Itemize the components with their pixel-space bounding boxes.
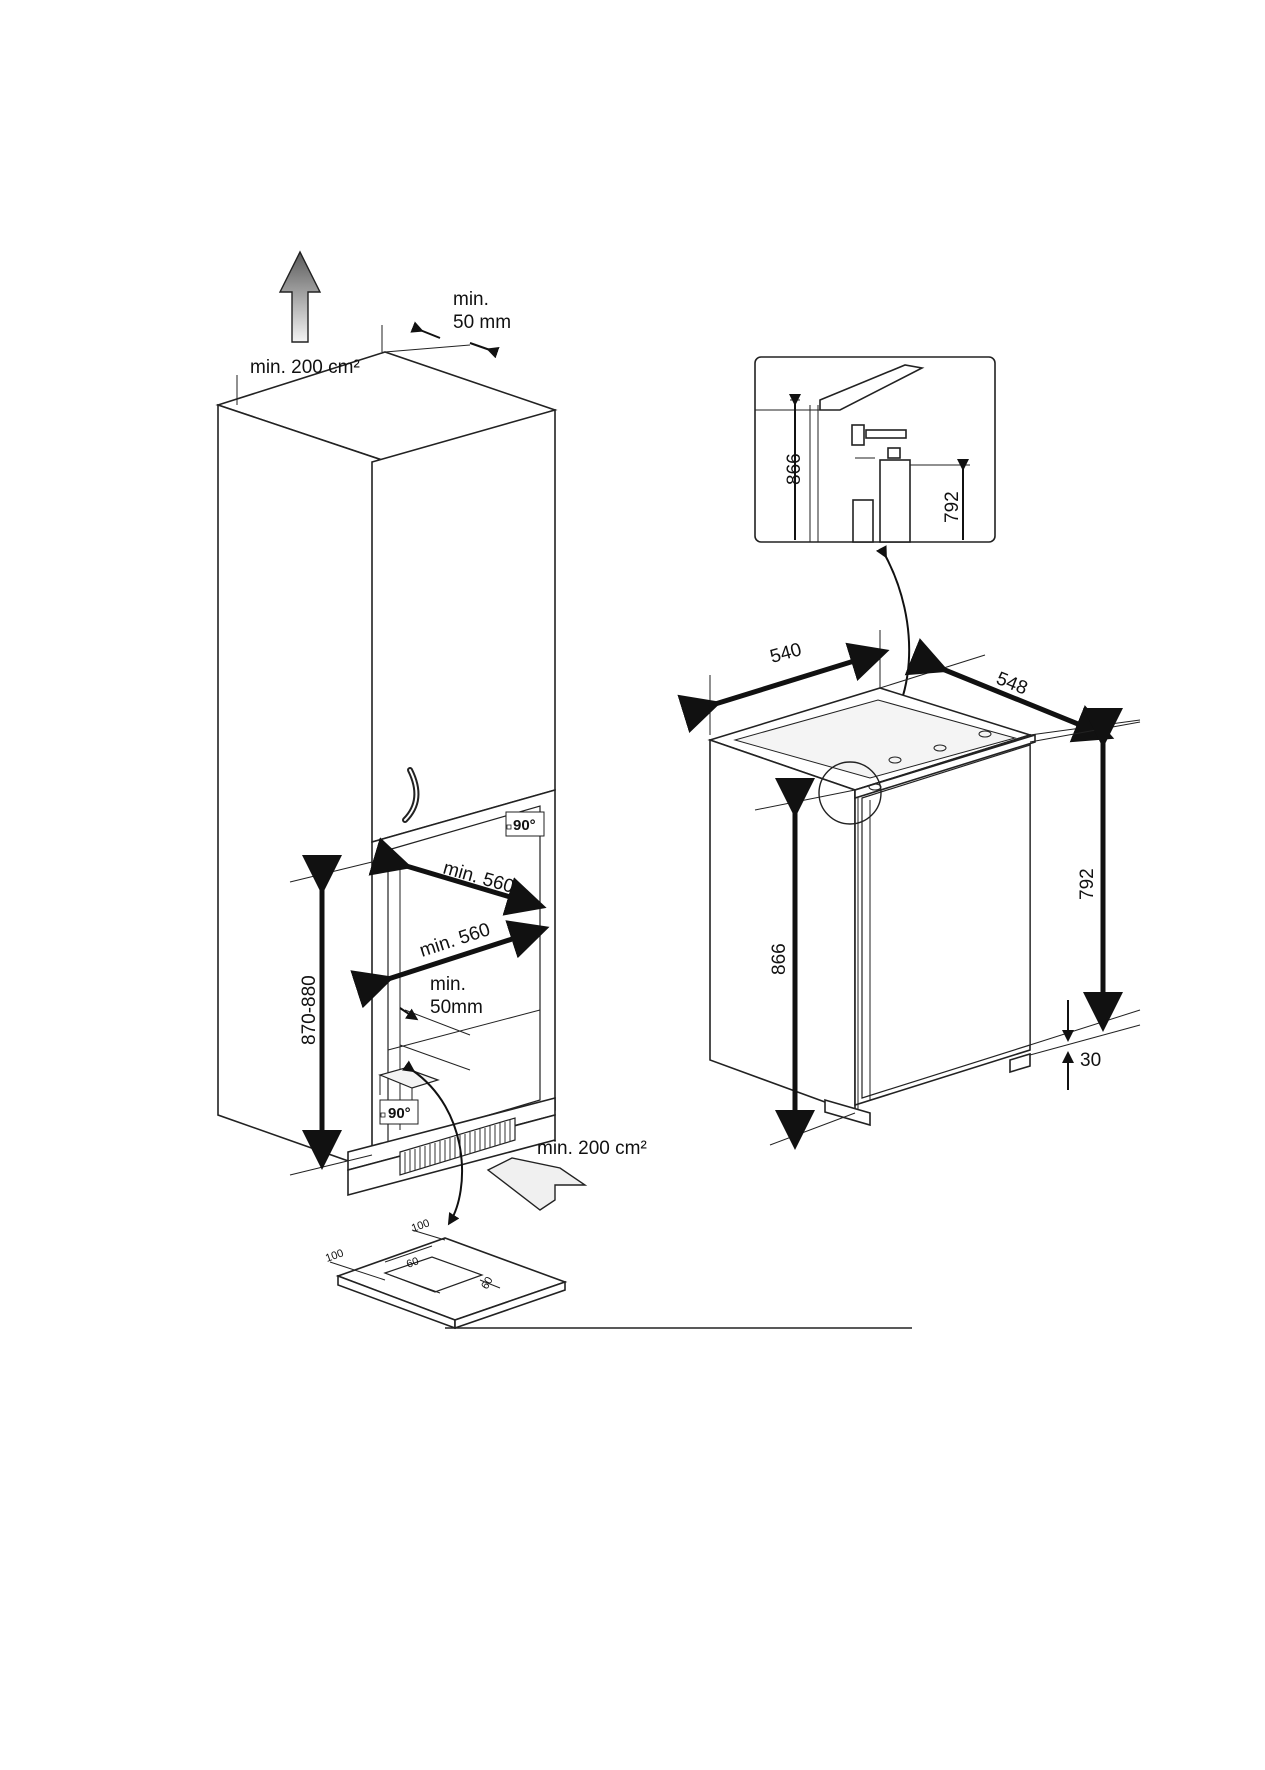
height-body-label: 792 xyxy=(1077,868,1098,900)
hinge-callout-circle xyxy=(818,761,882,825)
cutout-dim-c-label: 60 xyxy=(405,1255,421,1270)
floor-cutout-detail: 100 100 60 60 xyxy=(324,1217,568,1330)
width-label: 540 xyxy=(768,639,804,667)
vent-top-area-label: min. 200 cm² xyxy=(250,357,360,378)
appliance-drawing: 866 792 540 548 xyxy=(677,356,1141,1150)
width-arrow xyxy=(677,642,890,733)
niche-width-arrow-a xyxy=(368,837,547,916)
cutout-dim-a-label: 100 xyxy=(324,1247,345,1265)
detail-height-body-label: 792 xyxy=(942,491,963,523)
niche-height-label: 870-880 xyxy=(299,975,320,1045)
cabinet-upper-door xyxy=(371,408,556,844)
depth-arrow xyxy=(904,638,1115,743)
angle-bottom-label: 90° xyxy=(388,1105,411,1122)
niche-width-arrow-b xyxy=(350,920,550,1009)
angle-marker-top xyxy=(505,811,545,837)
plinth-gap-label: 30 xyxy=(1080,1050,1101,1071)
hinge-detail: 866 792 xyxy=(755,364,970,543)
vent-bottom-area-label: min. 200 cm² xyxy=(537,1138,647,1159)
top-gap-min-label: min. xyxy=(453,289,489,310)
cutout-dim-b-label: 100 xyxy=(410,1217,431,1235)
top-gap-value-label: 50 mm xyxy=(453,312,511,333)
rear-gap-value-label: 50mm xyxy=(430,997,483,1018)
height-total-label: 866 xyxy=(769,943,790,975)
hinge-detail-box xyxy=(754,356,996,543)
cabinet-side xyxy=(217,403,389,1177)
rear-gap-min-label: min. xyxy=(430,974,466,995)
appliance-side xyxy=(709,738,856,1115)
depth-label: 548 xyxy=(993,668,1030,699)
angle-top-label: 90° xyxy=(513,817,536,834)
cutout-dim-d-label: 60 xyxy=(479,1275,496,1292)
detail-link-arrow xyxy=(402,1060,464,1226)
cabinet-drawing: 90° 90° xyxy=(215,250,647,1226)
air-inlet-arrow-icon xyxy=(486,1157,588,1211)
detail-height-total-label: 866 xyxy=(784,453,805,485)
air-outlet-arrow-icon xyxy=(278,250,322,343)
